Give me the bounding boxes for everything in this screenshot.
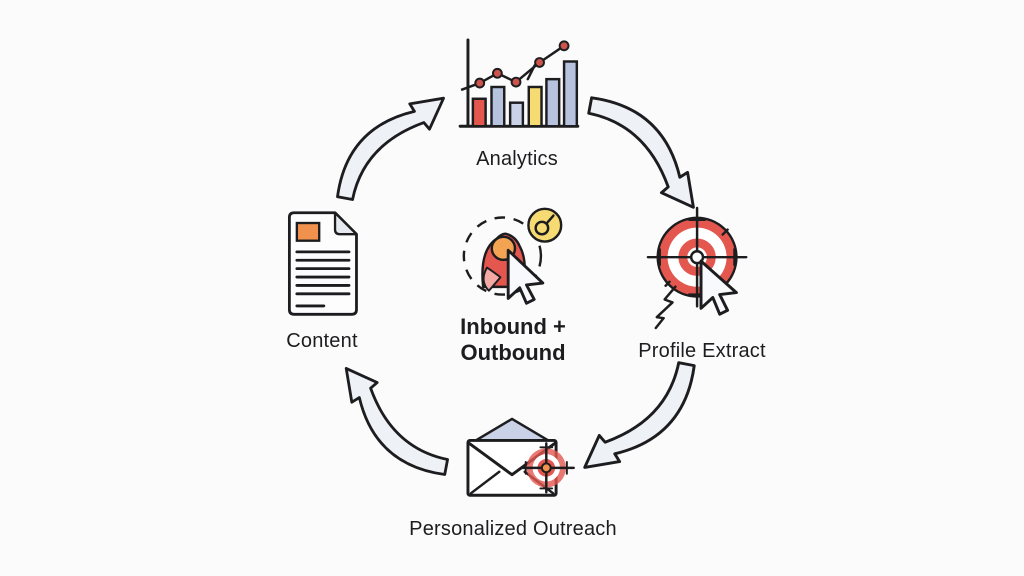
document-icon xyxy=(287,211,358,316)
node-personalized-outreach: Personalized Outreach xyxy=(383,414,643,541)
node-center: Inbound + Outbound xyxy=(413,204,613,367)
person-cursor-icon xyxy=(462,207,563,305)
bullseye-cursor-icon xyxy=(646,206,748,330)
envelope-bullseye-icon xyxy=(466,417,575,497)
personalized-outreach-label: Personalized Outreach xyxy=(409,518,617,540)
center-label-line2: Outbound xyxy=(460,340,566,366)
node-profile-extract: Profile Extract xyxy=(602,206,802,363)
profile-extract-label: Profile Extract xyxy=(638,340,766,362)
arrow-outreach-to-content xyxy=(344,367,449,476)
arrow-profile-extract-to-outreach xyxy=(583,361,696,469)
arrow-content-to-analytics xyxy=(336,96,445,201)
node-content: Content xyxy=(222,208,422,353)
arrow-analytics-to-profile-extract xyxy=(587,96,695,209)
node-analytics: Analytics xyxy=(417,36,617,171)
center-label: Inbound + Outbound xyxy=(413,314,613,367)
bar-line-chart-icon xyxy=(458,38,580,128)
analytics-label: Analytics xyxy=(476,148,558,170)
content-label: Content xyxy=(286,330,358,352)
center-label-line1: Inbound + xyxy=(460,314,566,339)
